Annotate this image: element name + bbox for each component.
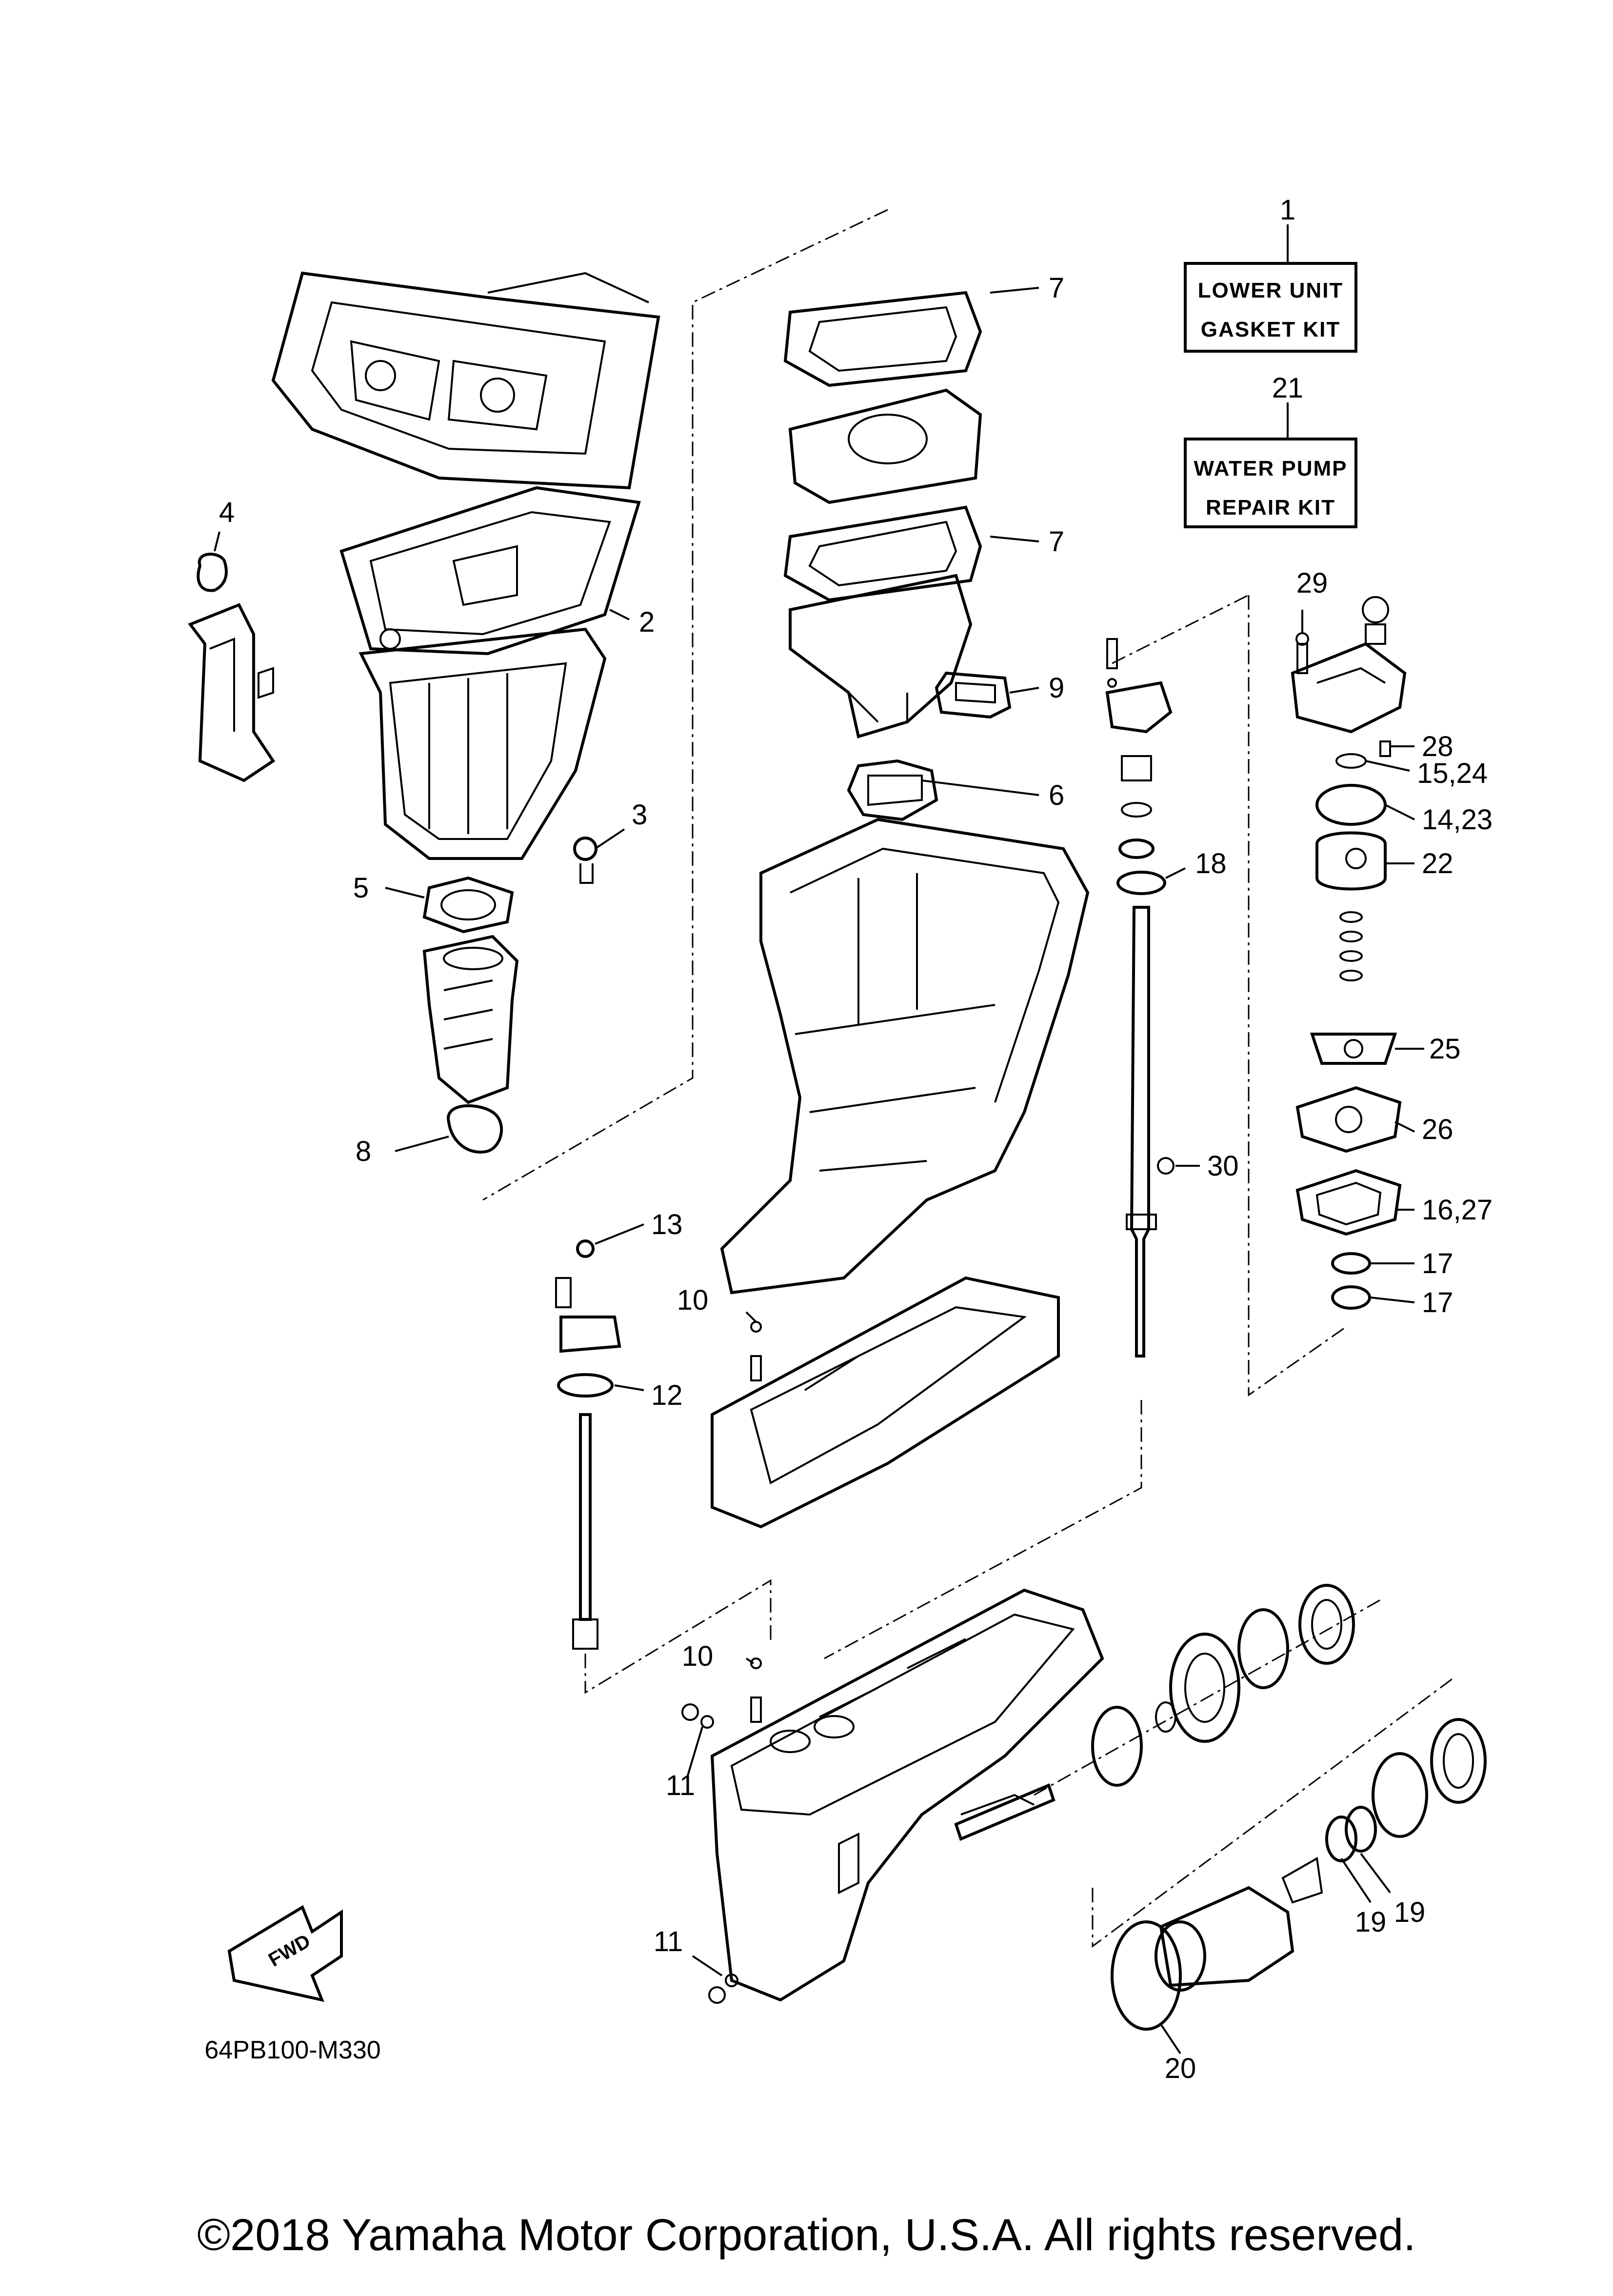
lower-gearcase-part — [710, 1588, 1104, 2002]
callout-20: 20 — [1165, 2053, 1196, 2084]
callout-7-upper: 7 — [1049, 272, 1064, 304]
impeller-25 — [1310, 1033, 1397, 1065]
rubber-seal-8 — [447, 1104, 503, 1154]
callout-6: 6 — [1049, 779, 1064, 811]
callout-11-upper: 11 — [666, 1770, 695, 1801]
callout-17-lower: 17 — [1422, 1287, 1454, 1318]
rubber-seal-6 — [847, 759, 938, 821]
fwd-label: FWD — [265, 1930, 314, 1971]
key-spacer-stack — [1339, 911, 1363, 981]
callout-10-lower: 10 — [682, 1640, 714, 1672]
callout-16-27: 16,27 — [1422, 1194, 1493, 1226]
lower-unit-gasket-kit-box: LOWER UNIT GASKET KIT — [1184, 262, 1357, 353]
callout-19-left: 19 — [1355, 1906, 1387, 1938]
exhaust-guide-part — [789, 574, 973, 739]
callout-18: 18 — [1195, 848, 1227, 879]
callout-10-upper: 10 — [677, 1284, 709, 1316]
forward-gear-shim — [1091, 1701, 1176, 1787]
insert-cartridge-22 — [1315, 831, 1387, 891]
upper-casing-main — [720, 818, 1090, 1295]
forward-gear-part — [1169, 1633, 1240, 1743]
water-pump-repair-kit-box: WATER PUMP REPAIR KIT — [1184, 438, 1357, 528]
drain-bolt-part — [573, 837, 597, 884]
callout-2: 2 — [639, 606, 655, 638]
bearing-housing-part — [1105, 638, 1173, 734]
shift-rod-part — [555, 1239, 621, 1650]
upper-casing-body — [358, 627, 607, 860]
exhaust-housing-part — [422, 935, 519, 1104]
gasket-7-upper — [783, 291, 982, 387]
callout-26: 26 — [1422, 1114, 1454, 1145]
diagram-code: 64PB100-M330 — [204, 2036, 380, 2064]
lower-unit-kit-line2: GASKET KIT — [1201, 318, 1340, 341]
callout-15-24: 15,24 — [1417, 758, 1488, 789]
o-ring-20 — [1111, 1920, 1182, 2031]
o-ring-30 — [1157, 1157, 1175, 1175]
outer-plate-26 — [1295, 1086, 1402, 1153]
fwd-arrow-icon: FWD — [227, 1905, 343, 2002]
callout-21: 21 — [1272, 372, 1304, 404]
o-ring-15-24 — [1335, 753, 1367, 769]
callout-12: 12 — [651, 1379, 683, 1411]
callout-4: 4 — [219, 497, 235, 528]
pin-28 — [1379, 740, 1391, 757]
upper-casing-gasket — [339, 486, 641, 656]
propeller-shaft-part — [954, 1783, 1055, 1841]
drain-screw-11b — [708, 1974, 738, 2004]
callout-19-right: 19 — [1394, 1897, 1426, 1928]
callout-13: 13 — [651, 1209, 683, 1240]
dowel-pin-10a — [750, 1321, 762, 1381]
oil-seals-17 — [1331, 1252, 1371, 1310]
water-pump-kit-line2: REPAIR KIT — [1206, 496, 1335, 519]
gasket-16-27 — [1295, 1169, 1402, 1236]
reverse-gear-bearing — [1372, 1718, 1487, 1838]
callout-11-lower: 11 — [654, 1926, 683, 1957]
callout-9: 9 — [1049, 672, 1064, 704]
callout-14-23: 14,23 — [1422, 804, 1493, 836]
water-pump-kit-line1: WATER PUMP — [1194, 457, 1348, 480]
bearing-stack-part — [1116, 755, 1166, 895]
oil-seals-19 — [1325, 1806, 1377, 1862]
dowel-pin-10b — [750, 1657, 762, 1723]
lower-casing-plate — [711, 1276, 1060, 1529]
copyright-notice: ©2018 Yamaha Motor Corporation, U.S.A. A… — [197, 2210, 1416, 2260]
bearing-outer-race — [1237, 1584, 1355, 1689]
callout-5: 5 — [353, 872, 369, 904]
callout-7-lower: 7 — [1049, 526, 1064, 558]
callout-30: 30 — [1207, 1150, 1239, 1182]
gasket-7-lower — [783, 505, 982, 602]
water-pump-housing-part — [1291, 596, 1407, 734]
callout-1: 1 — [1280, 194, 1295, 226]
callout-3: 3 — [632, 799, 647, 831]
callout-29: 29 — [1296, 567, 1328, 599]
spacer-plate — [788, 388, 982, 504]
callout-8: 8 — [356, 1136, 371, 1167]
o-ring-14-23 — [1315, 784, 1387, 826]
callout-22: 22 — [1422, 848, 1454, 879]
drain-screw-11a — [681, 1703, 714, 1729]
upper-casing-top-plate — [271, 271, 660, 490]
lower-unit-kit-line1: LOWER UNIT — [1198, 279, 1344, 302]
callout-17-upper: 17 — [1422, 1248, 1454, 1279]
callout-25: 25 — [1429, 1033, 1461, 1065]
exhaust-housing-gasket — [422, 876, 514, 934]
exhaust-manifold-part — [188, 553, 276, 782]
callout-28: 28 — [1422, 731, 1454, 762]
rubber-seal-9 — [935, 671, 1012, 719]
drive-shaft-part — [1126, 906, 1157, 1358]
